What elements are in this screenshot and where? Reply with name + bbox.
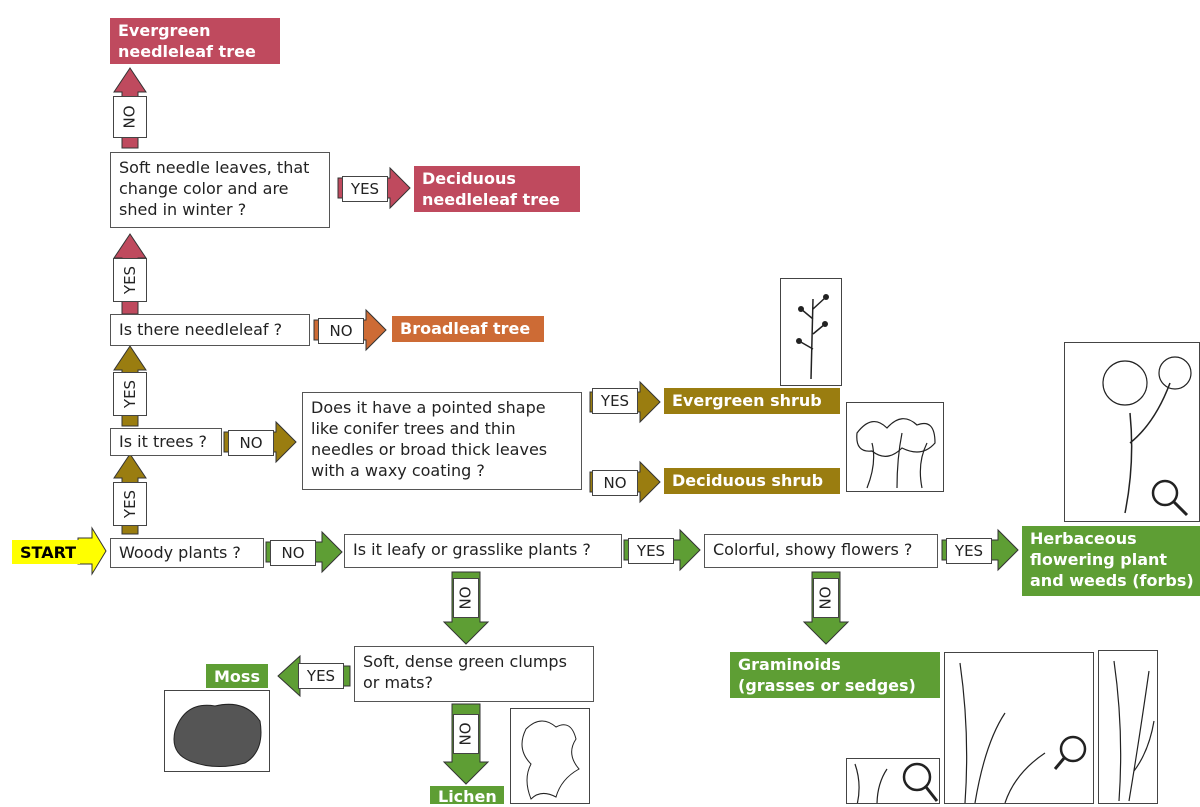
result-broadleaf-tree: Broadleaf tree [392,316,544,342]
label-no-soft-clumps-down: NO [453,714,479,754]
grass-illustration-1 [944,652,1094,804]
question-needleleaf: Is there needleleaf ? [110,314,310,346]
question-colorful: Colorful, showy flowers ? [704,534,938,568]
label-no-leafy-down: NO [453,578,479,618]
label-yes-woody-up: YES [113,482,147,526]
label-no-colorful-down: NO [813,578,839,618]
label-no-trees: NO [228,430,274,456]
evergreen-shrub-illustration [780,278,842,386]
result-evergreen-shrub: Evergreen shrub [664,388,840,414]
question-trees: Is it trees ? [110,428,222,456]
label-yes-moss: YES [298,663,344,689]
question-leafy: Is it leafy or grasslike plants ? [344,534,622,568]
label-yes-evergreen-shrub: YES [592,388,638,414]
start-arrow [77,526,107,576]
question-woody: Woody plants ? [110,538,264,568]
deciduous-shrub-illustration [846,402,944,492]
result-graminoids: Graminoids(grasses or sedges) [730,652,940,698]
lichen-illustration [510,708,590,804]
result-moss: Moss [206,664,268,688]
result-deciduous-shrub: Deciduous shrub [664,468,840,494]
label-yes-needleleaf-up: YES [113,258,147,302]
label-yes-trees-up: YES [113,372,147,416]
label-no-broadleaf: NO [318,318,364,344]
label-yes-colorful: YES [946,538,992,564]
moss-illustration [164,690,270,772]
forbs-illustration [1064,342,1200,522]
grass-illustration-2 [1098,650,1158,804]
label-no-woody: NO [270,540,316,566]
result-lichen: Lichen [430,786,504,806]
label-yes-leafy: YES [628,538,674,564]
label-yes-deciduous: YES [342,176,388,202]
label-no-deciduous-shrub: NO [592,470,638,496]
sedge-illustration [846,758,940,804]
label-no-evergreen: NO [113,96,147,138]
start-label: START [12,540,80,564]
